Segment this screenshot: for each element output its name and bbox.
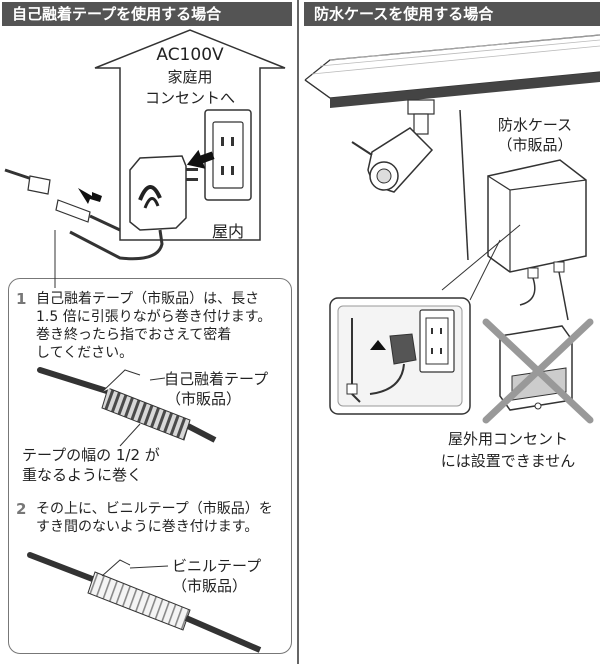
step-1-line: 1.5 倍に引張りながら巻き付けます。 [36,309,272,325]
self-fusing-tape-label-sub: （市販品） [166,390,242,408]
vinyl-tape-label-sub: （市販品） [172,577,248,595]
waterproof-case-icon [487,159,587,321]
step-2-line: その上に、ビニルテープ（市販品）を [36,501,273,517]
case-interior-inset [329,297,471,415]
outlet-label-line2: 家庭用 [167,68,213,86]
left-section-header: 自己融着テープを使用する場合 [2,2,292,26]
step-1-line: してください。 [36,345,134,361]
overlap-note-line1: テープの幅の 1/2 が [22,446,160,464]
right-section-header: 防水ケースを使用する場合 [304,2,600,26]
section-divider [297,0,299,664]
camera-icon [351,99,435,193]
outdoor-note-line1: 屋外用コンセント [447,430,568,448]
step-1: 1 自己融着テープ（市販品）は、長さ 1.5 倍に引張りながら巻き付けます。 巻… [16,290,288,370]
step-2-line: すき間のないように巻き付けます。 [36,519,259,535]
case-label-line1: 防水ケース [497,116,573,134]
ac-adapter-icon [69,155,198,261]
step-2-number: 2 [16,500,27,518]
self-fusing-tape-label: 自己融着テープ [164,370,269,388]
overlap-note-line2: 重なるように巻く [22,466,143,484]
outlet-label-line1: AC100V [156,45,224,65]
outlet-label-line3: コンセントへ [144,89,235,107]
vinyl-tape-illustration [27,552,262,653]
step-2: 2 その上に、ビニルテープ（市販品）を すき間のないように巻き付けます。 [16,500,292,540]
connect-arrow-icon [78,188,102,204]
case-label-line2: （市販品） [497,136,573,154]
self-fusing-tape-illustration [37,367,217,447]
instruction-box [8,278,292,654]
step-1-number: 1 [16,290,27,308]
indoor-label: 屋内 [211,222,244,241]
step-1-line: 巻き終ったら指でおさえて密着 [36,327,232,343]
step-1-line: 自己融着テープ（市販品）は、長さ [36,291,260,307]
insert-arrow-icon [186,149,215,169]
vinyl-tape-label: ビニルテープ [172,557,262,575]
wall-outlet-icon [204,109,252,201]
prohibited-x-icon [482,318,594,424]
dc-plug-icon [4,168,121,232]
eave-illustration [304,34,600,108]
outdoor-note-line2: には設置できません [440,452,576,470]
